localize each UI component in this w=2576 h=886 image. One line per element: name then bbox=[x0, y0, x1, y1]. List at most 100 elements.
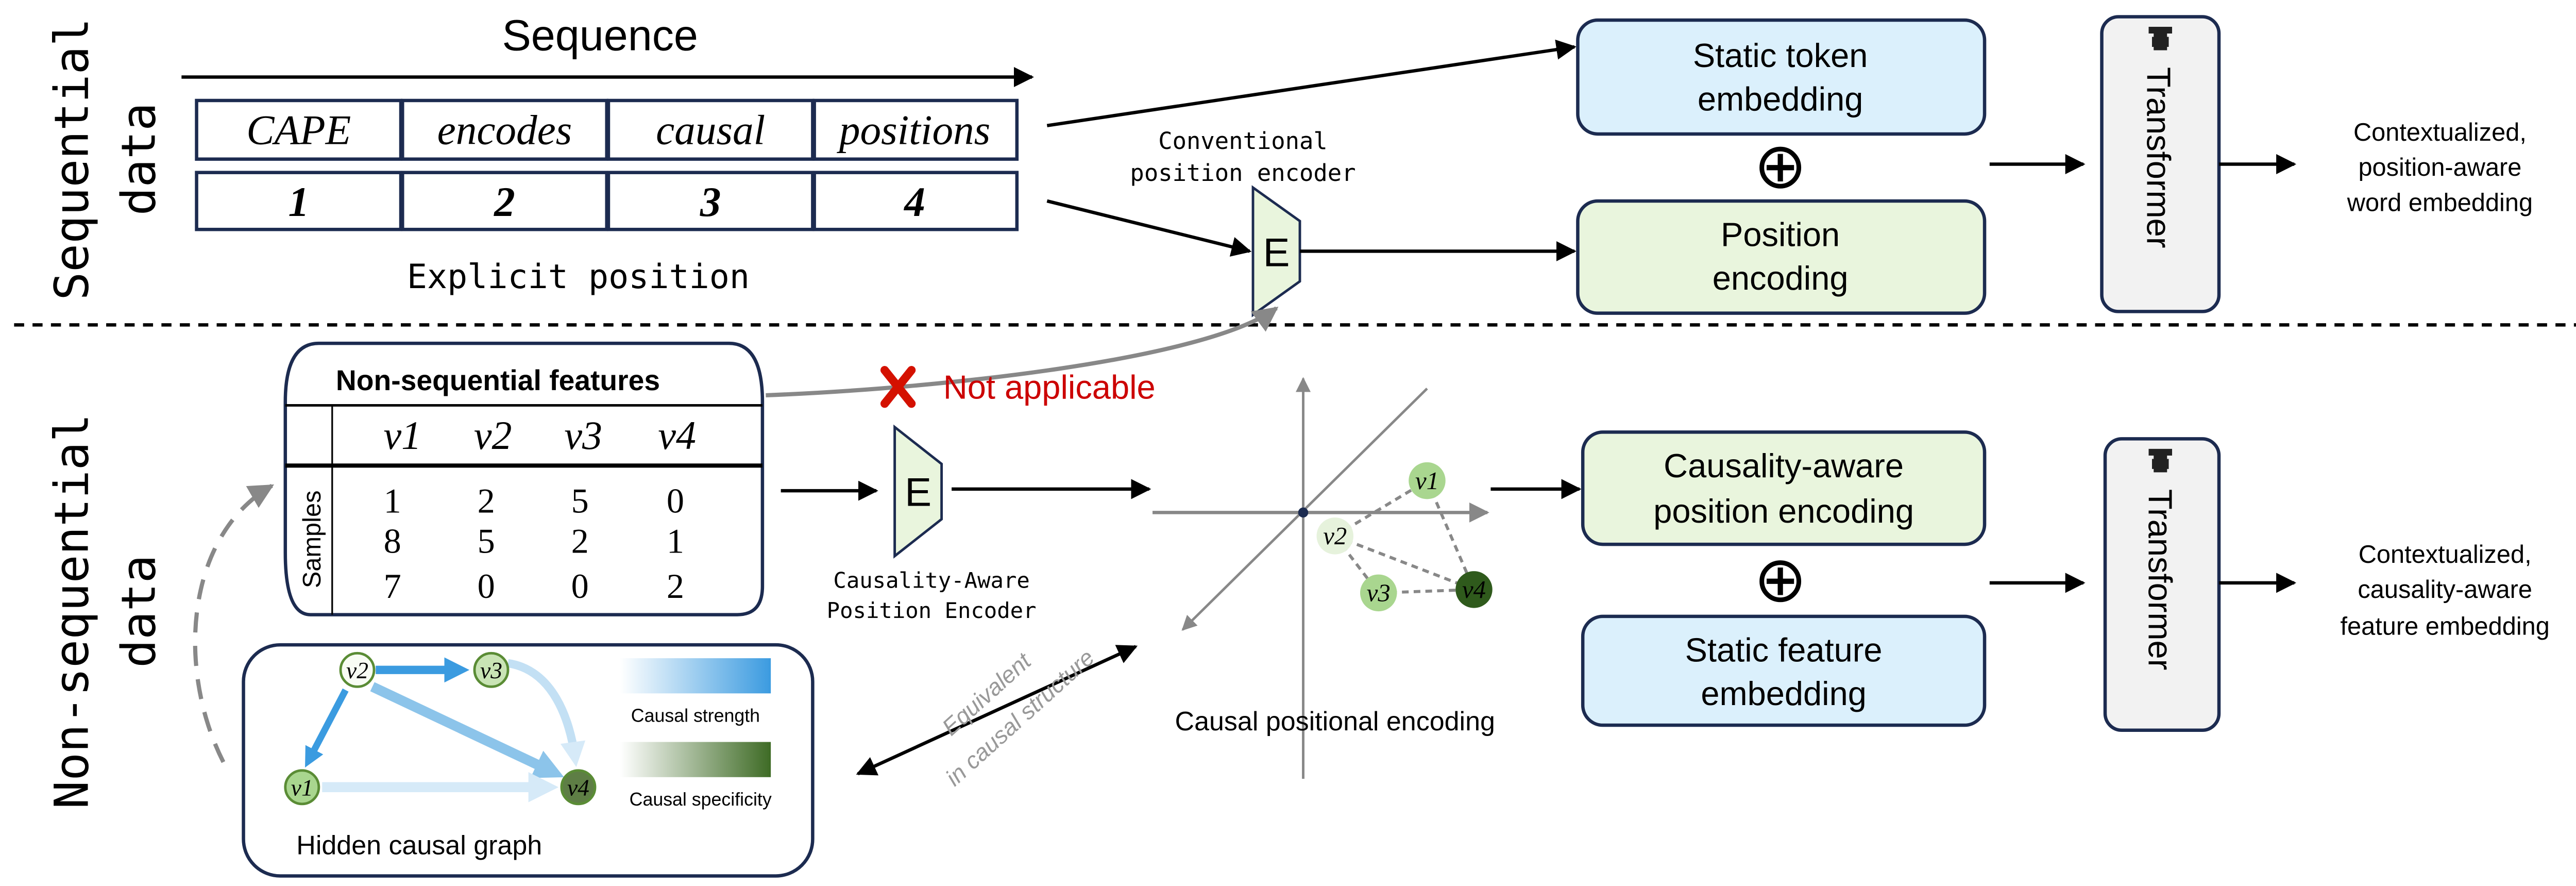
svg-text:position encoding: position encoding bbox=[1653, 492, 1914, 530]
position-number: 2 bbox=[494, 179, 515, 225]
equivalence-label: Equivalent in causal structure bbox=[937, 644, 1099, 791]
table-cell: 0 bbox=[571, 566, 589, 606]
svg-text:v4: v4 bbox=[567, 775, 589, 801]
graph-node bbox=[560, 769, 597, 806]
table-cell: 5 bbox=[478, 521, 495, 560]
table-cell: 7 bbox=[384, 566, 401, 606]
svg-text:Position Encoder: Position Encoder bbox=[827, 598, 1037, 623]
svg-text:E: E bbox=[1263, 230, 1290, 275]
position-row: 1 2 3 4 bbox=[195, 171, 1019, 231]
svg-text:v2: v2 bbox=[1323, 522, 1347, 550]
strength-legend-swatch bbox=[620, 658, 771, 694]
sequential-output-label: Contextualized, position-aware word embe… bbox=[2347, 119, 2533, 216]
column-header: v1 bbox=[383, 413, 421, 458]
transformer-box: Transformer bbox=[2100, 15, 2221, 313]
graph-node bbox=[339, 651, 376, 688]
graph-node bbox=[284, 769, 320, 806]
position-number: 3 bbox=[700, 179, 721, 225]
table-cell: 1 bbox=[384, 481, 401, 520]
svg-text:Sequential: Sequential bbox=[45, 18, 99, 300]
svg-text:Contextualized,: Contextualized, bbox=[2353, 119, 2527, 146]
svg-text:Contextualized,: Contextualized, bbox=[2359, 541, 2532, 569]
svg-text:v3: v3 bbox=[480, 657, 502, 683]
svg-text:embedding: embedding bbox=[1698, 80, 1863, 118]
svg-text:Conventional: Conventional bbox=[1158, 127, 1328, 155]
svg-text:v3: v3 bbox=[1367, 579, 1391, 607]
causality-aware-encoding-box: Causality-aware position encoding bbox=[1581, 430, 1987, 546]
svg-text:Position: Position bbox=[1721, 216, 1840, 254]
feature-table: Non-sequential features Samples v1 v2 v3… bbox=[283, 341, 765, 616]
sequential-side-label: Sequential data bbox=[45, 18, 166, 300]
table-cell: 1 bbox=[667, 521, 684, 560]
row-header: Samples bbox=[298, 491, 326, 589]
svg-text:position encoder: position encoder bbox=[1130, 159, 1355, 187]
cross-icon bbox=[880, 366, 916, 408]
conventional-encoder-label: Conventional position encoder bbox=[1130, 127, 1355, 187]
hidden-causal-graph: v2 v3 v1 v4 Causal strength Causal speci… bbox=[242, 643, 815, 878]
position-encoding-box: Position encoding bbox=[1576, 199, 1987, 315]
svg-text:causality-aware: causality-aware bbox=[2358, 576, 2532, 604]
svg-text:Static token: Static token bbox=[1693, 37, 1868, 74]
svg-text:embedding: embedding bbox=[1701, 675, 1867, 712]
token-row: CAPE encodes causal positions bbox=[195, 98, 1019, 161]
table-cell: 2 bbox=[667, 566, 684, 606]
not-applicable-curve bbox=[766, 306, 1279, 397]
plot-node bbox=[1455, 571, 1493, 608]
plot-caption: Causal positional encoding bbox=[1175, 707, 1495, 737]
equivalence-arrow bbox=[856, 645, 1138, 776]
transformer-logo-icon bbox=[2148, 26, 2173, 51]
token: CAPE bbox=[246, 107, 351, 153]
arrow-positions-to-encoder bbox=[1046, 199, 1252, 257]
svg-text:position-aware: position-aware bbox=[2358, 154, 2521, 181]
position-box bbox=[812, 171, 1019, 231]
position-number: 1 bbox=[288, 179, 309, 225]
svg-text:v1: v1 bbox=[291, 775, 313, 801]
causal-embedding-plot: v1 v2 v3 v4 Causal positional encoding bbox=[1153, 377, 1495, 779]
transformer-box-2: Transformer bbox=[2103, 437, 2221, 732]
table-cell: 8 bbox=[384, 521, 401, 560]
conventional-encoder: E bbox=[1251, 185, 1301, 317]
static-feature-embedding-box: Static feature embedding bbox=[1581, 614, 1987, 727]
table-cell: 2 bbox=[478, 481, 495, 520]
causality-aware-encoder: E bbox=[893, 424, 943, 559]
plus-icon: ⊕ bbox=[1754, 544, 1807, 615]
strength-legend-label: Causal strength bbox=[631, 706, 760, 726]
svg-text:v4: v4 bbox=[1462, 576, 1486, 604]
svg-text:encoding: encoding bbox=[1713, 259, 1849, 297]
token-box bbox=[606, 98, 815, 161]
arrow-tokens-to-static bbox=[1046, 39, 1577, 127]
explicit-position-label: Explicit position bbox=[407, 258, 750, 296]
token-box bbox=[812, 98, 1019, 161]
table-cell: 5 bbox=[571, 481, 589, 520]
table-cell: 2 bbox=[571, 521, 589, 560]
graph-node bbox=[473, 651, 510, 688]
svg-text:Causality-Aware: Causality-Aware bbox=[833, 568, 1029, 593]
token-box bbox=[401, 98, 608, 161]
svg-text:v2: v2 bbox=[346, 657, 368, 683]
svg-text:data: data bbox=[112, 555, 166, 668]
svg-text:v1: v1 bbox=[1415, 467, 1439, 495]
specificity-legend-swatch bbox=[620, 742, 771, 777]
svg-text:E: E bbox=[905, 469, 931, 514]
sequence-title: Sequence bbox=[502, 11, 698, 59]
token: positions bbox=[837, 107, 990, 153]
token: causal bbox=[656, 107, 765, 153]
svg-text:data: data bbox=[112, 103, 166, 215]
graph-caption: Hidden causal graph bbox=[296, 830, 542, 860]
svg-text:Causality-aware: Causality-aware bbox=[1664, 447, 1904, 484]
plot-node bbox=[1360, 574, 1397, 612]
table-cell: 0 bbox=[478, 566, 495, 606]
svg-text:Transformer: Transformer bbox=[2142, 489, 2179, 670]
svg-text:feature embedding: feature embedding bbox=[2340, 613, 2549, 641]
transformer-logo-icon bbox=[2148, 448, 2173, 473]
non-sequential-output-label: Contextualized, causality-aware feature … bbox=[2340, 541, 2549, 641]
plot-node bbox=[1409, 462, 1446, 499]
causality-aware-encoder-label: Causality-Aware Position Encoder bbox=[827, 568, 1037, 623]
plus-icon: ⊕ bbox=[1754, 130, 1807, 202]
token: encodes bbox=[437, 107, 572, 153]
svg-text:Static feature: Static feature bbox=[1685, 631, 1883, 669]
svg-text:word embedding: word embedding bbox=[2347, 189, 2533, 216]
table-cell: 0 bbox=[667, 481, 684, 520]
specificity-legend-label: Causal specificity bbox=[630, 789, 772, 810]
